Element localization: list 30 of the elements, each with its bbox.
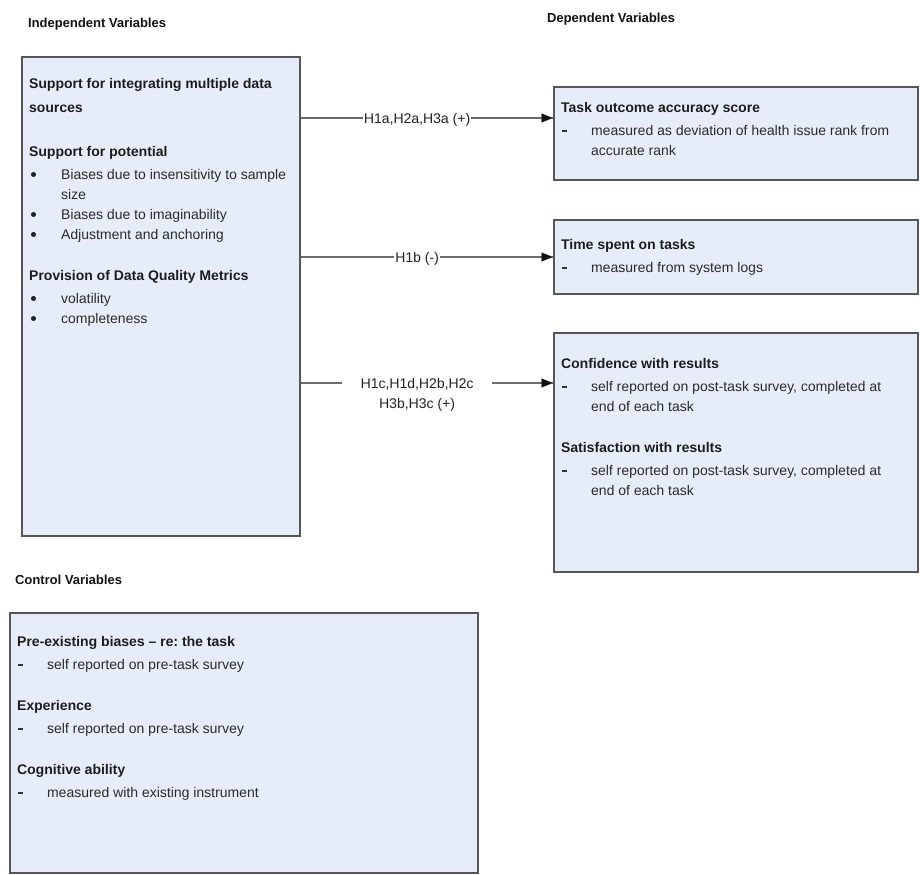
list-item-text: completeness bbox=[61, 309, 148, 328]
heading-text: Provision of Data Quality Metrics bbox=[29, 267, 248, 283]
heading-text: Support for potential bbox=[29, 143, 168, 159]
list-item-text: Biases due to insensitivity to sample size bbox=[61, 165, 287, 204]
list-item-text: measured as deviation of health issue rank from accurate rank bbox=[591, 121, 890, 160]
section-heading: Control Variables bbox=[15, 571, 122, 589]
list-item-text: self reported on post-task survey, completed at end of each task bbox=[591, 377, 882, 416]
heading-text: Cognitive ability bbox=[17, 761, 126, 777]
heading-text: Satisfaction with results bbox=[561, 439, 722, 455]
section-heading: Dependent Variables bbox=[547, 9, 675, 27]
list-item-text: self reported on pre-task survey bbox=[47, 719, 244, 738]
list-item-text: measured with existing instrument bbox=[47, 783, 259, 802]
heading-text: Task outcome accuracy score bbox=[561, 99, 760, 115]
variable-box bbox=[9, 612, 479, 874]
heading-text: Experience bbox=[17, 697, 92, 713]
variable-box bbox=[553, 332, 919, 573]
variable-box bbox=[21, 56, 301, 537]
variable-box bbox=[553, 219, 919, 295]
heading-text: Support for integrating multiple data sources bbox=[29, 75, 272, 115]
list-item-text: Adjustment and anchoring bbox=[61, 225, 224, 244]
list-item-text: self reported on pre-task survey bbox=[47, 655, 244, 674]
list-item-text: self reported on post-task survey, completed at end of each task bbox=[591, 461, 882, 500]
section-heading: Independent Variables bbox=[28, 14, 166, 32]
heading-text: Confidence with results bbox=[561, 355, 719, 371]
list-item-text: volatility bbox=[61, 289, 111, 308]
variable-box bbox=[553, 86, 919, 181]
heading-text: Time spent on tasks bbox=[561, 236, 696, 252]
heading-text: Pre-existing biases – re: the task bbox=[17, 633, 235, 649]
list-item-text: Biases due to imaginability bbox=[61, 205, 227, 224]
list-item-text: measured from system logs bbox=[591, 258, 763, 277]
